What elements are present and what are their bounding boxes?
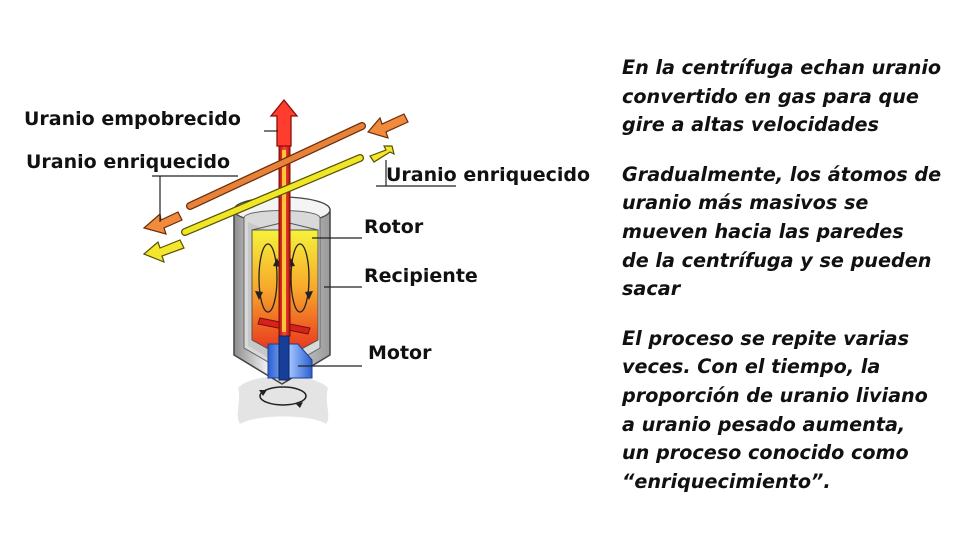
orange-pipe (186, 122, 366, 210)
yellow-pipe (181, 154, 364, 236)
paragraph-enrichment: El proceso se repite varias veces. Con e… (622, 326, 928, 493)
orange-outlet-arrow (142, 211, 183, 235)
leader-enriched-right (376, 160, 456, 187)
label-enriched-uranium-left: Uranio enriquecido (26, 151, 231, 173)
explanation-text: En la centrífuga echan uranio convertido… (622, 54, 972, 496)
label-motor: Motor (368, 342, 432, 364)
rotation-arrow-icon (259, 386, 307, 408)
paragraph-separation: Gradualmente, los átomos de uranio más m… (622, 162, 942, 301)
label-container: Recipiente (364, 265, 478, 287)
label-enriched-uranium-right: Uranio enriquecido (386, 164, 591, 186)
leader-enriched-left (152, 175, 238, 222)
label-rotor: Rotor (364, 216, 424, 238)
label-depleted-uranium: Uranio empobrecido (24, 108, 241, 130)
base-shadow (237, 376, 329, 424)
paragraph-gas-input: En la centrífuga echan uranio convertido… (622, 56, 942, 137)
shaft (278, 145, 291, 337)
yellow-outlet-arrow (142, 239, 185, 264)
orange-inlet-arrow (366, 113, 409, 139)
leader-lines (152, 130, 456, 367)
yellow-inlet-arrow (369, 145, 395, 163)
motor (267, 335, 313, 381)
depleted-outlet-arrow (269, 98, 299, 147)
